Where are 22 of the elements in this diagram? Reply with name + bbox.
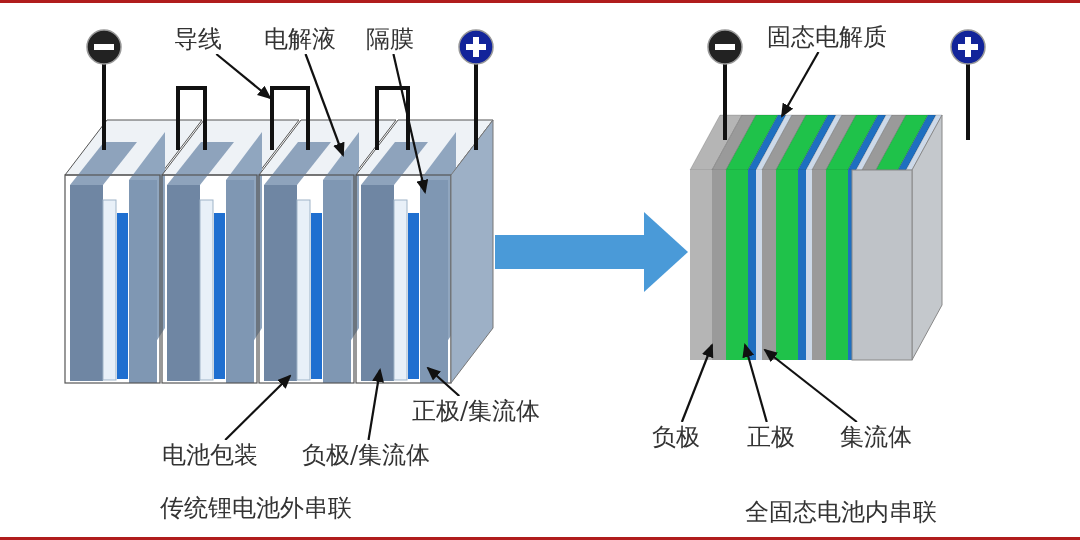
leader-arrow [426, 366, 461, 397]
part-label: 固态电解质 [765, 22, 889, 52]
part-label: 电解液 [262, 24, 338, 54]
leader-arrow [392, 53, 429, 194]
figure-caption: 全固态电池内串联 [745, 497, 937, 527]
leader-arrow [742, 343, 768, 423]
part-label: 负极/集流体 [300, 440, 433, 470]
leader-arrow [781, 51, 820, 118]
leader-arrow [680, 343, 714, 423]
leader-arrow [763, 348, 858, 423]
part-label: 正极/集流体 [410, 396, 543, 426]
part-label: 负极 [650, 422, 702, 452]
part-label: 集流体 [838, 422, 914, 452]
leader-arrow [304, 53, 345, 157]
figure-caption: 传统锂电池外串联 [160, 493, 352, 523]
leader-arrow [367, 368, 384, 441]
leader-arrow [215, 53, 272, 100]
block-arrow [495, 212, 688, 292]
part-label: 隔膜 [364, 24, 416, 54]
leader-arrow [224, 374, 292, 441]
part-label: 正极 [745, 422, 797, 452]
part-label: 导线 [172, 24, 224, 54]
